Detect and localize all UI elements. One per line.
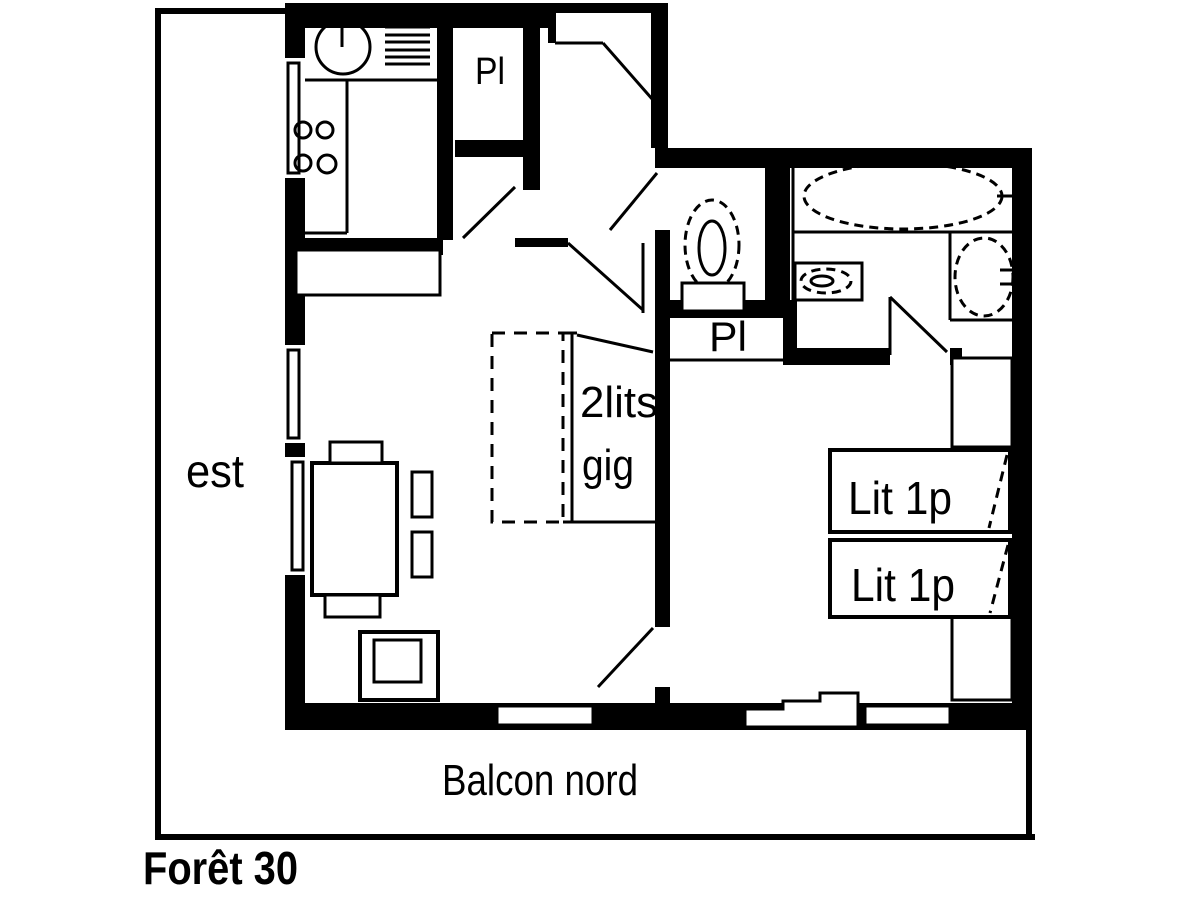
sofa-bed-label-line2: gig — [582, 441, 634, 490]
bathroom — [791, 161, 1016, 322]
chair-east-b-icon — [410, 530, 434, 579]
sofa-bed-label-line1: 2lits — [580, 378, 658, 427]
wall-entry-closet-right — [523, 13, 540, 190]
wall-bottom-living — [285, 703, 668, 730]
wall-right — [1012, 148, 1032, 730]
plan-title: Forêt 30 — [143, 842, 298, 894]
sofa-bed-unfolded-outline — [490, 331, 565, 524]
entry-closet-label: Pl — [475, 51, 505, 93]
balcony-rail-east — [1026, 730, 1032, 840]
bar-counter-icon — [294, 248, 442, 297]
windows — [283, 58, 952, 729]
hall-closet-label: Pl — [709, 313, 747, 360]
wall-entry-closet-bottom — [455, 140, 525, 157]
balcony-outline — [155, 8, 1035, 840]
bathtub-icon — [802, 161, 1014, 231]
window-pane — [286, 61, 301, 175]
balcony-east-label: est — [186, 445, 244, 497]
wall-left-d — [285, 575, 305, 705]
chair-south-icon — [323, 593, 382, 619]
wc — [670, 198, 783, 362]
wc-door-swing-icon — [608, 172, 659, 231]
bed2-label: Lit 1p — [851, 559, 955, 611]
wall-wc-right — [765, 168, 790, 300]
balcony-north-label: Balcon nord — [442, 756, 638, 805]
kitchen-door-swing-icon — [461, 185, 517, 240]
apartment-walls — [285, 3, 1032, 730]
wall-top-step — [548, 13, 556, 43]
window-living-west-b-icon — [283, 457, 307, 575]
pillow-line — [987, 454, 1009, 529]
dish-drainer-icon — [385, 25, 430, 66]
bedroom — [828, 356, 1014, 702]
wardrobe-top-icon — [950, 356, 1014, 449]
window-living-south-icon — [495, 704, 595, 727]
wall-top-right-thin — [555, 3, 668, 13]
wall-bathroom-bottom — [783, 348, 890, 365]
wall-divider-stub — [655, 687, 670, 730]
window-living-west-a-icon — [283, 345, 307, 443]
entrance-door-swing-icon — [601, 42, 655, 101]
stove-burners-icon — [293, 120, 338, 175]
living-door-swing-icon — [567, 241, 644, 312]
toilet-tank — [680, 281, 746, 313]
chair-north-icon — [328, 440, 384, 465]
bed1-label: Lit 1p — [848, 472, 952, 524]
hand-sink-icon — [793, 261, 864, 302]
wall-left-c — [285, 443, 305, 457]
sliding-door-icon — [743, 691, 860, 729]
wall-divider — [655, 230, 670, 627]
dining-table-icon — [310, 461, 399, 597]
sofa-bed-fold-line — [576, 333, 654, 354]
window-pane — [286, 348, 301, 440]
toilet-icon — [680, 198, 746, 313]
wall-left-a — [285, 3, 305, 60]
wall-bathroom-top — [655, 148, 1032, 168]
wall-top-left — [285, 3, 555, 28]
wardrobe-bottom-icon — [950, 613, 1014, 702]
sofa-bed-icon — [490, 331, 655, 524]
kitchen-sink-icon — [314, 18, 372, 76]
balcony-rail-top — [155, 8, 285, 14]
balcony-rail-south — [155, 834, 1035, 840]
window-pane — [290, 460, 305, 572]
armchair-icon — [358, 630, 440, 702]
wall-kitchen-right — [437, 13, 453, 240]
wall-hall-sill — [515, 238, 568, 247]
kitchen — [293, 18, 442, 297]
bathroom-door-swing-icon — [888, 295, 949, 354]
wall-entry-jamb — [651, 13, 668, 148]
washbasin-icon — [953, 236, 1016, 318]
labels: Pl Pl 2lits gig Lit 1p Lit 1p est Balcon… — [143, 51, 955, 894]
window-bedroom-south-icon — [863, 704, 952, 727]
bedroom-door-swing-icon — [596, 626, 655, 689]
doors — [461, 41, 949, 689]
single-bed-2-icon — [828, 538, 1012, 619]
chair-east-a-icon — [410, 470, 434, 519]
single-bed-1-icon — [828, 448, 1012, 534]
living-room — [310, 331, 655, 702]
pillow-line — [988, 544, 1010, 614]
balcony-rail-west — [155, 8, 161, 840]
